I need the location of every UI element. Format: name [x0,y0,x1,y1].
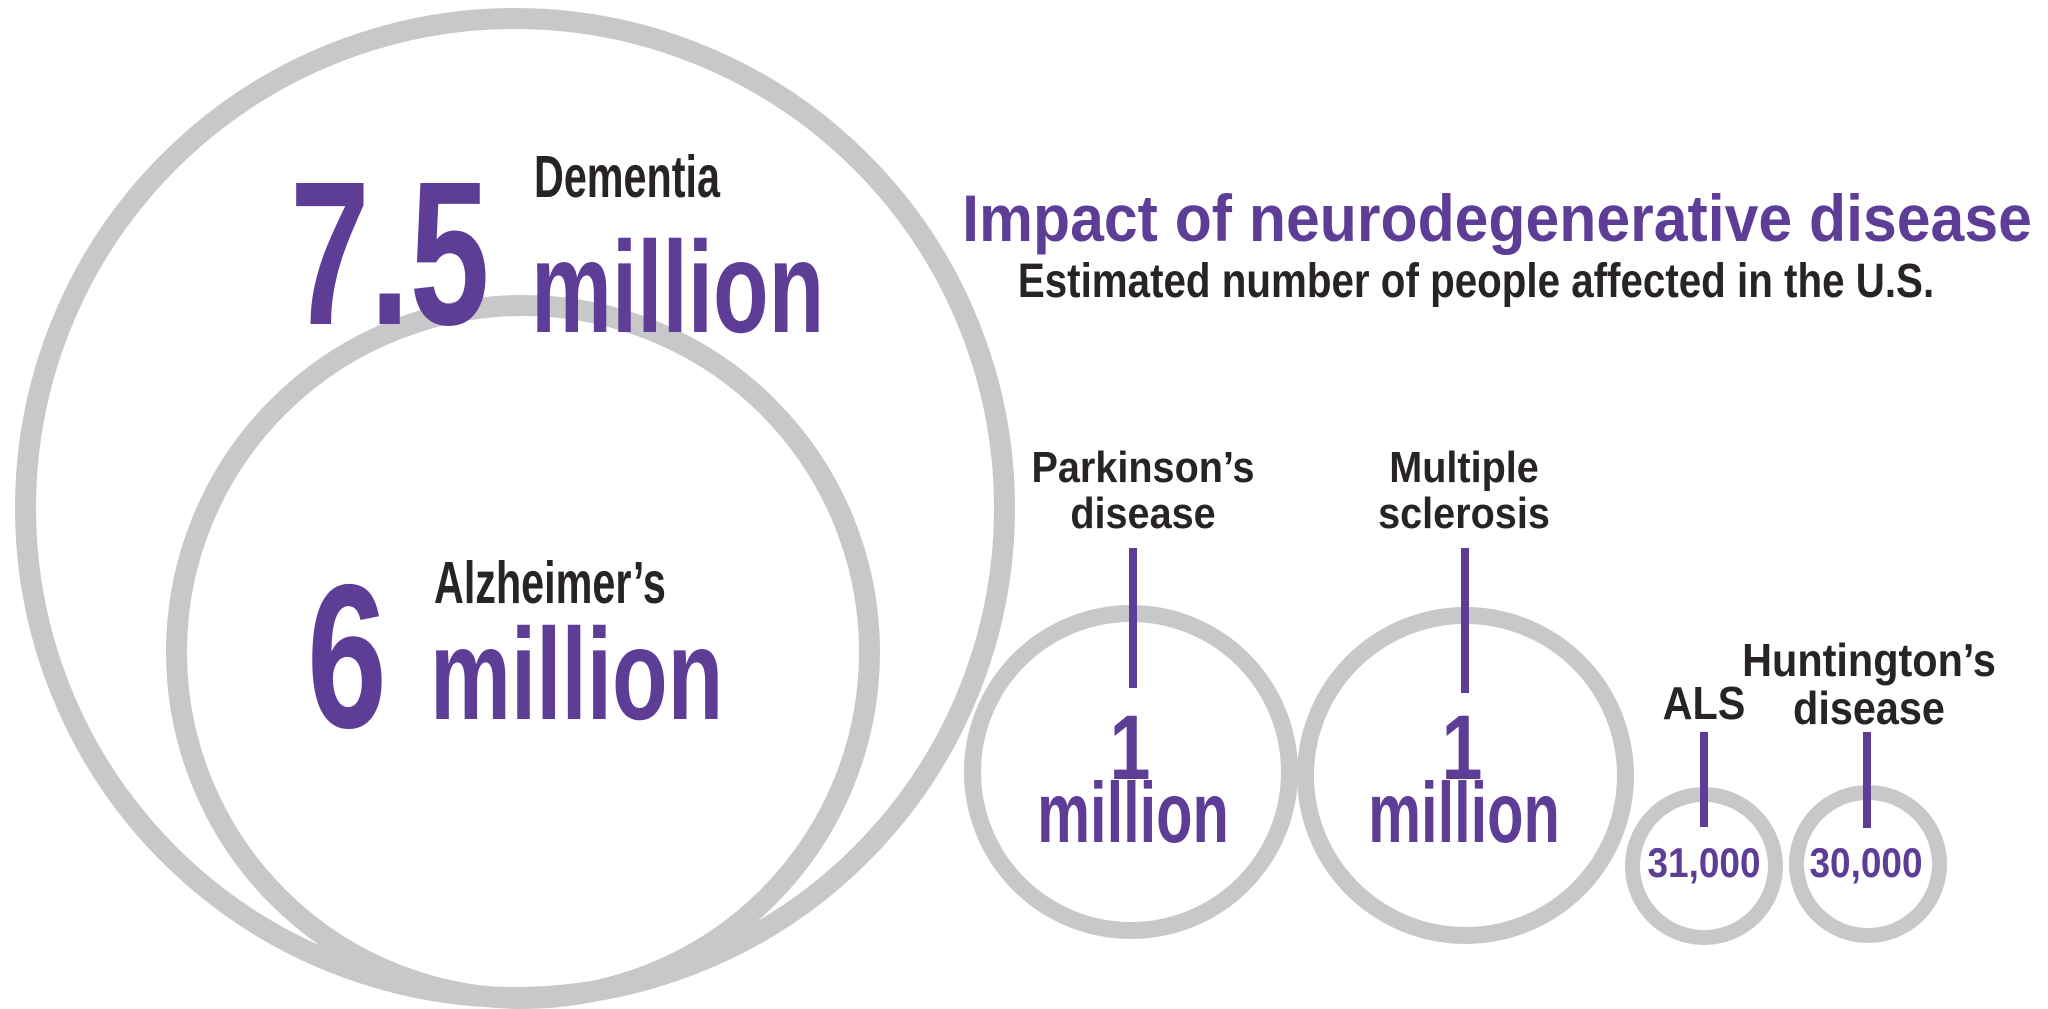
multiple-sclerosis-label: Multiple sclerosis [1378,443,1550,539]
alzheimers-label: Alzheimer’s [434,550,666,616]
huntingtons-label-line1: Huntington’s [1742,634,1996,686]
alzheimers-value-unit: million [430,601,724,747]
parkinsons-value-unit: million [1037,766,1229,861]
dementia-label: Dementia [534,144,720,210]
multiple-sclerosis-label-line1: Multiple [1389,443,1539,492]
parkinsons-label-line1: Parkinson’s [1031,443,1255,492]
parkinsons-pointer-line [1129,548,1137,688]
huntingtons-label-line2: disease [1793,682,1945,735]
multiple-sclerosis-label-line2: sclerosis [1378,489,1550,539]
huntingtons-pointer-line [1863,732,1871,828]
multiple-sclerosis-pointer-line [1461,548,1469,693]
huntingtons-value: 30,000 [1809,839,1923,886]
parkinsons-value: 1 [1109,697,1151,799]
multiple-sclerosis-value-unit: million [1368,766,1560,861]
multiple-sclerosis-value: 1 [1441,697,1483,799]
chart-subtitle: Estimated number of people affected in t… [1017,255,1935,308]
als-value: 31,000 [1647,839,1761,886]
dementia-value: 7.5 [290,139,490,368]
alzheimers-value: 6 [307,542,387,771]
parkinsons-label: Parkinson’s disease [1031,443,1255,539]
parkinsons-label-line2: disease [1070,489,1216,539]
als-pointer-line [1700,732,1708,827]
dementia-value-unit: million [531,214,825,360]
als-label: ALS [1662,677,1746,729]
chart-title: Impact of neurodegenerative disease [962,181,2032,255]
huntingtons-label: Huntington’s disease [1742,636,1996,733]
